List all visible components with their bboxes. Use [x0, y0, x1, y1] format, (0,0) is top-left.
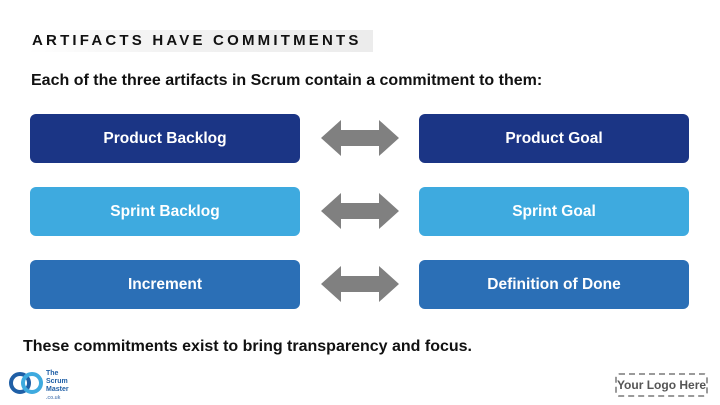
commitment-box-product-goal: Product Goal: [419, 114, 689, 163]
title-bar: ARTIFACTS HAVE COMMITMENTS: [28, 30, 373, 52]
footer-text: These commitments exist to bring transpa…: [23, 338, 472, 355]
slide-title: ARTIFACTS HAVE COMMITMENTS: [32, 32, 362, 49]
logo-line: Scrum: [46, 378, 68, 385]
artifact-box-increment: Increment: [30, 260, 300, 309]
artifact-box-sprint-backlog: Sprint Backlog: [30, 187, 300, 236]
commitment-box-sprint-goal: Sprint Goal: [419, 187, 689, 236]
double-arrow-icon: [321, 193, 399, 229]
scrum-master-logo-icon: [9, 372, 43, 394]
artifact-box-product-backlog: Product Backlog: [30, 114, 300, 163]
double-arrow-icon: [321, 266, 399, 302]
commitment-box-definition-of-done: Definition of Done: [419, 260, 689, 309]
logo-line: The: [46, 370, 59, 377]
logo-line: .co.uk: [46, 395, 61, 401]
intro-text: Each of the three artifacts in Scrum con…: [31, 72, 543, 89]
logo-placeholder: Your Logo Here: [615, 373, 708, 397]
scrum-master-logo-text: The Scrum Master .co.uk: [46, 370, 69, 402]
logo-line: Master: [46, 386, 69, 393]
double-arrow-icon: [321, 120, 399, 156]
